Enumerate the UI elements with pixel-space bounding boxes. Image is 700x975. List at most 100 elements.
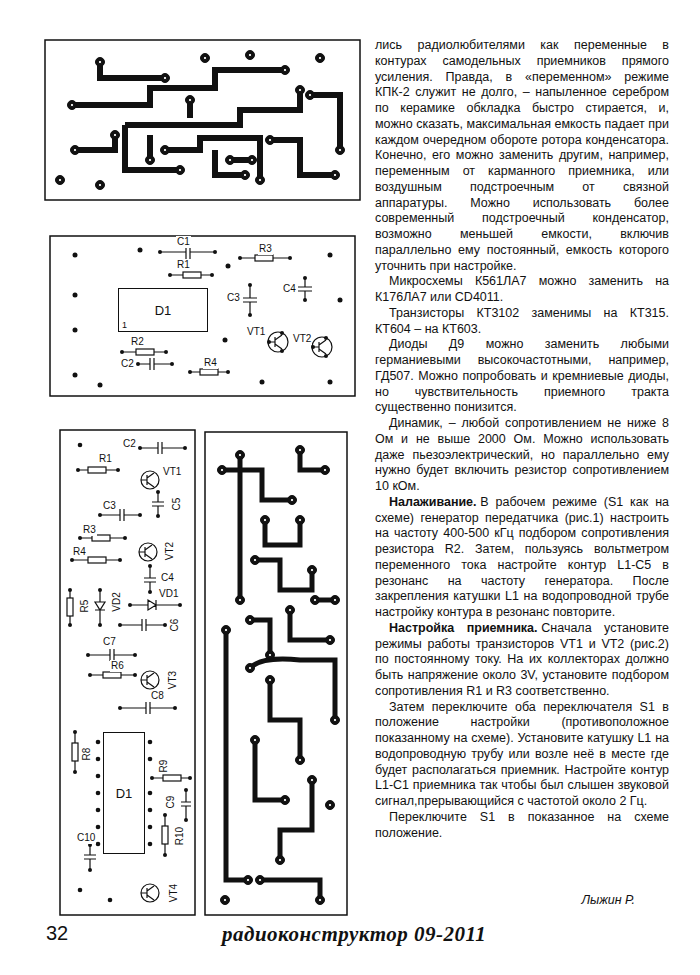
paragraph-text: Микросхемы К561ЛА7 можно заменить на К17… [375,274,669,304]
pcb-pad [246,51,255,60]
solder-point [73,248,343,388]
pcb-pad [281,66,290,75]
solder-point [108,898,113,903]
author-signature: Лыжин Р. [581,893,635,907]
solder-point [303,276,307,280]
pcb-pad [316,54,325,63]
solder-point [86,653,90,657]
solder-point [168,273,172,277]
paragraph: Динамик, – любой сопротивлением не ниже … [375,416,669,495]
part-label: VT2 [292,333,312,345]
pcb-top [100,62,165,78]
solder-point [170,362,174,366]
component-layout-middle [298,278,312,300]
pcb-pad [201,54,210,63]
solder-point [148,757,153,762]
solder-point [156,490,160,494]
pcb-pad [331,171,340,180]
pcb-pad [326,636,335,645]
solder-point [248,313,252,317]
part-label: C2 [120,358,135,370]
solder-point [138,446,142,450]
paragraph-text: Затем переключите оба переключателя S1 в… [375,700,669,809]
pcb-pad [236,596,245,605]
paragraph: Транзисторы КТ3102 заменимы на КТ315. КТ… [375,306,669,338]
solder-point [163,813,167,817]
component-layout-bottom [162,826,168,844]
solder-point [88,673,92,677]
solder-point [98,623,102,627]
part-label: C2 [122,438,137,450]
pcb-pad [311,596,320,605]
part-label: C4 [282,283,297,295]
part-label: VT1 [246,326,266,338]
paragraph-text: В рабочем режиме (S1 как на схеме) генер… [375,495,669,619]
solder-point [338,298,343,303]
pcb-top [45,40,360,200]
paragraph: Налаживание.В рабочем режиме (S1 как на … [375,495,669,621]
part-label: R5 [79,599,91,614]
solder-point [184,788,188,792]
component-layout-bottom [95,590,105,625]
component-layout-middle [122,351,166,352]
pcb-pad [306,91,315,100]
component-layout-bottom [120,702,175,714]
pcb-top [45,40,360,200]
part-label: C3 [102,500,117,512]
paragraph-text: Переключите S1 в показанное на схеме пол… [375,810,669,840]
component-layout-bottom [72,559,120,560]
pcb-bottom [250,620,270,655]
pcb-pad [321,466,330,475]
component-layout-middle [255,255,273,261]
pcb-pad [281,796,290,805]
solder-point [98,383,103,388]
component-layout-bottom [80,537,125,538]
pcb-pad [331,596,340,605]
component-layout-middle [50,236,355,396]
part-label: C1 [176,236,191,248]
solder-point [76,468,80,472]
component-layout-middle [243,285,257,315]
chip-label: D1 [116,786,133,801]
component-layout-bottom [141,473,154,487]
part-label: R9 [158,759,170,774]
component-layout-bottom [60,430,195,915]
component-layout-bottom [139,543,157,561]
solder-point [96,808,101,813]
solder-point [148,842,153,847]
component-layout-middle [170,274,212,275]
solder-point [73,373,78,378]
component-layout-bottom [69,590,70,625]
pcb-pad [246,616,255,625]
paragraph-text: Транзисторы КТ3102 заменимы на КТ315. КТ… [375,306,669,336]
pcb-pad [266,136,275,145]
component-layout-bottom [67,598,73,616]
solder-point [148,791,153,796]
part-label: R3 [82,524,97,536]
component-layout-bottom [103,672,121,678]
pcb-bottom [250,659,335,720]
part-label: C6 [169,618,181,633]
component-layout-bottom [72,743,78,761]
component-layout-bottom [141,671,159,689]
paragraph: Переключите S1 в показанное на схеме пол… [375,810,669,842]
pcb-pad [296,756,305,765]
solder-point [120,350,124,354]
pcb-pad [161,146,170,155]
component-layout-bottom [88,467,106,473]
part-label: VD2 [111,591,123,612]
component-layout-bottom [139,545,152,559]
pcb-bottom [226,630,248,880]
pcb-pad [236,451,245,460]
pcb-bottom [265,520,300,545]
part-label: C4 [160,572,175,584]
pcb-pad [226,156,235,165]
text-column: лись радиолюбителями как переменные в ко… [375,38,669,841]
part-label: VT3 [167,670,179,690]
pcb-bottom [238,455,243,600]
part-label: C8 [150,690,165,702]
solder-point [183,446,187,450]
component-layout-middle [50,236,355,396]
component-layout-bottom [88,557,106,563]
component-layout-middle [268,332,288,352]
